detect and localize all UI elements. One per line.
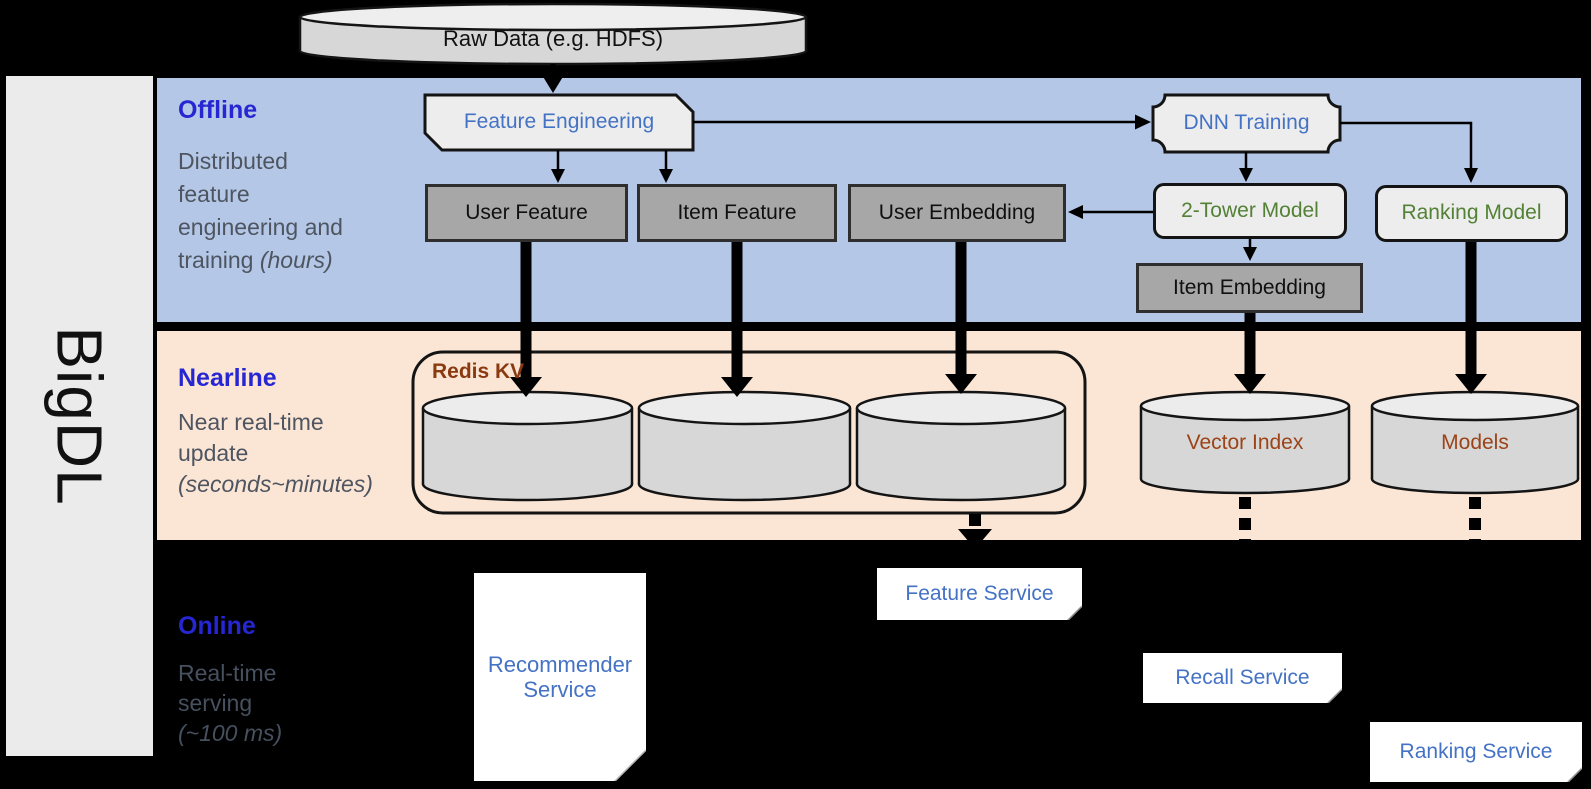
online-title: Online — [178, 612, 256, 640]
redis-cylinder-1 — [421, 390, 634, 502]
thin-arrows — [542, 64, 1478, 261]
models-label: Models — [1441, 431, 1509, 454]
nearline-title: Nearline — [178, 364, 277, 392]
node-recommender-service: Recommender Service — [474, 573, 646, 781]
node-item-feature: Item Feature — [637, 184, 837, 242]
feature-engineering-shape — [423, 93, 695, 152]
dashed-connectors — [958, 497, 1481, 718]
nearline-description: Near real-time update (seconds~minutes) — [178, 409, 373, 497]
models-cylinder — [1370, 390, 1580, 495]
offline-title: Offline — [178, 96, 258, 124]
redis-cylinder-2 — [637, 390, 852, 502]
redis-kv-label: Redis KV — [432, 360, 525, 383]
node-dnn-training: DNN Training — [1183, 111, 1310, 135]
node-ranking-model: Ranking Model — [1375, 185, 1568, 242]
redis-kv-container — [411, 350, 1087, 515]
vector-index-label: Vector Index — [1186, 431, 1304, 454]
node-two-tower-model: 2-Tower Model — [1153, 183, 1347, 239]
node-item-embedding: Item Embedding — [1136, 263, 1363, 313]
node-feature-service: Feature Service — [877, 568, 1082, 620]
node-user-feature: User Feature — [425, 184, 628, 242]
offline-description: Distributed feature engineering and trai… — [178, 148, 343, 273]
dnn-training-shape — [1151, 93, 1342, 154]
redis-cylinder-3 — [855, 390, 1067, 502]
node-user-embedding: User Embedding — [848, 184, 1066, 242]
online-description: Real-time serving (~100 ms) — [178, 660, 283, 746]
bigdl-sidebar: BigDL — [6, 76, 153, 756]
raw-data-label: Raw Data (e.g. HDFS) — [442, 26, 664, 51]
node-recall-service: Recall Service — [1143, 653, 1342, 703]
thick-arrows — [510, 242, 1487, 397]
vector-index-cylinder — [1139, 390, 1351, 495]
raw-data-cylinder — [298, 2, 808, 66]
node-feature-engineering: Feature Engineering — [463, 110, 655, 134]
node-ranking-service: Ranking Service — [1370, 722, 1582, 782]
